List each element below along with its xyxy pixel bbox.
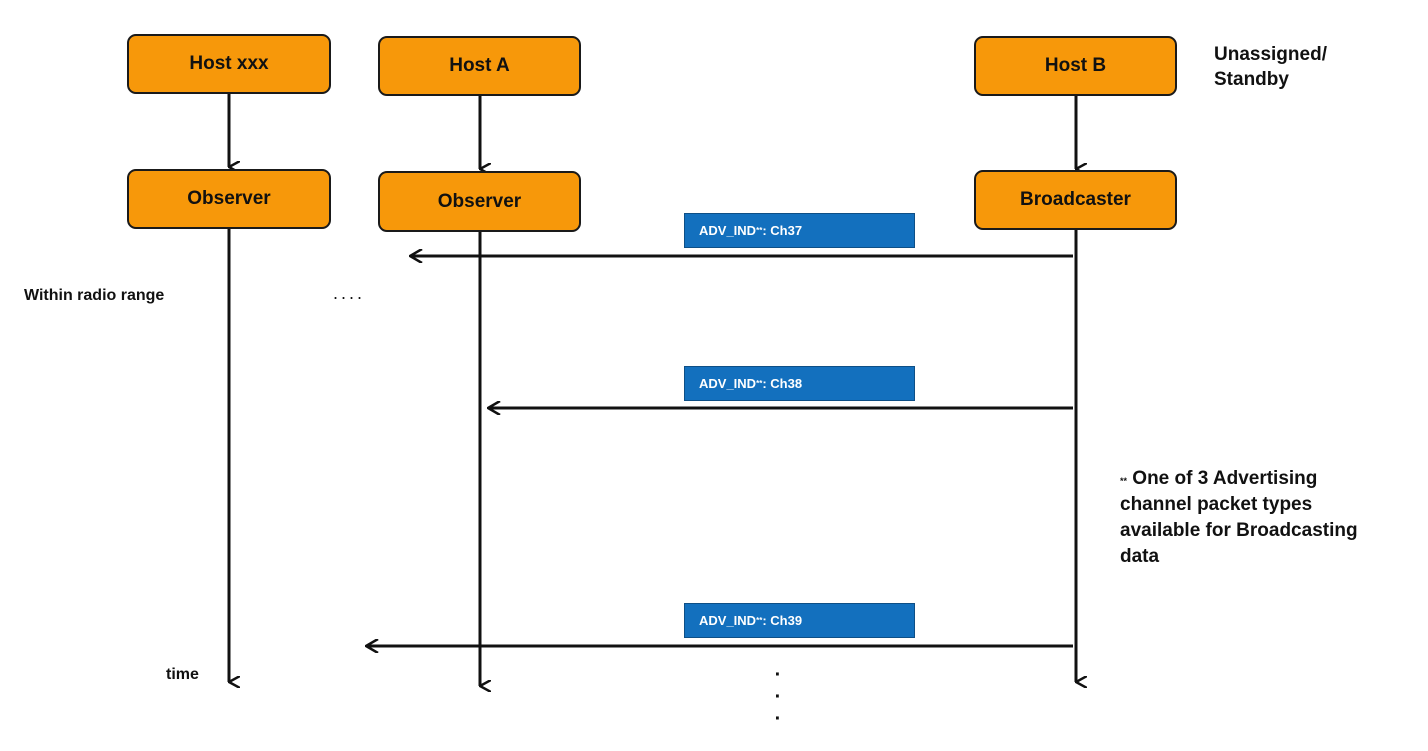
ellipsis-dot: · xyxy=(774,708,782,730)
footnote-line: data xyxy=(1120,546,1160,567)
message-label-ch39: ADV_IND**: Ch39 xyxy=(684,603,915,638)
footnote: ** One of 3 Advertising channel packet t… xyxy=(1120,466,1420,570)
ellipsis-dot: · xyxy=(774,686,782,708)
footnote-line: channel packet types xyxy=(1120,494,1313,515)
horizontal-ellipsis: .... xyxy=(333,283,366,303)
time-axis-label: time xyxy=(166,666,199,683)
unassigned-line: Unassigned/ xyxy=(1214,44,1327,65)
host-b-box: Host B xyxy=(974,36,1177,96)
message-footnote-mark: ** xyxy=(756,226,763,235)
unassigned-standby-label: Unassigned/ Standby xyxy=(1214,42,1327,92)
footnote-line: ** One of 3 Advertising xyxy=(1120,466,1420,492)
message-channel: : Ch37 xyxy=(762,223,803,238)
footnote-mark: ** xyxy=(1120,476,1128,486)
within-radio-range-label: Within radio range xyxy=(24,287,165,304)
observer-box-1: Observer xyxy=(127,169,331,229)
vertical-ellipsis: · · · xyxy=(772,664,784,730)
message-type: ADV_IND xyxy=(699,376,757,391)
message-footnote-mark: ** xyxy=(756,616,763,625)
message-type: ADV_IND xyxy=(699,223,757,238)
ellipsis-dot: · xyxy=(774,664,782,686)
broadcaster-box: Broadcaster xyxy=(974,170,1177,230)
message-channel: : Ch39 xyxy=(762,613,803,628)
message-label-ch37: ADV_IND**: Ch37 xyxy=(684,213,915,248)
standby-line: Standby xyxy=(1214,69,1289,90)
message-channel: : Ch38 xyxy=(762,376,803,391)
host-xxx-box: Host xxx xyxy=(127,34,331,94)
footnote-text: One of 3 Advertising xyxy=(1127,468,1318,489)
message-footnote-mark: ** xyxy=(756,379,763,388)
message-label-ch38: ADV_IND**: Ch38 xyxy=(684,366,915,401)
host-a-box: Host A xyxy=(378,36,581,96)
observer-box-2: Observer xyxy=(378,171,581,232)
message-type: ADV_IND xyxy=(699,613,757,628)
footnote-line: available for Broadcasting xyxy=(1120,520,1358,541)
